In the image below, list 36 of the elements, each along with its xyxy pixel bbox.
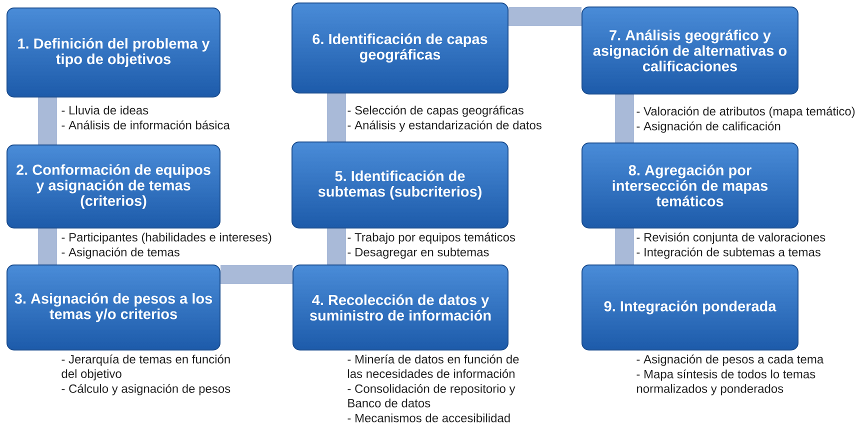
note-text: - Mapa síntesis de todos lo temas normalizados y ponderados (636, 369, 816, 396)
note-text: - Trabajo por equipos temáticos (348, 232, 516, 244)
connector-bar (220, 265, 292, 284)
connector-bar (38, 98, 58, 144)
process-box: 8. Agregación por intersección de mapas temáticos (582, 142, 798, 228)
process-box: 5. Identificación de subtemas (subcriterios) (292, 142, 508, 228)
process-box: 7. Análisis geográfico y asignación de alternativas o calificaciones (582, 6, 798, 94)
process-box: 2. Conformación de equipos y asignación de temas (criterios) (6, 144, 220, 228)
connector-bar (615, 94, 634, 142)
connector-bar (327, 228, 346, 264)
note-text: - Análisis y estandarización de datos (348, 120, 542, 132)
note-text: - Selección de capas geográficas (348, 106, 524, 117)
note-text: - Cálculo y asignación de pesos (62, 384, 230, 396)
note-text: - Consolidación de repositorio y Banco de datos (348, 384, 516, 408)
note-text: - Revisión conjunta de valoraciones (636, 232, 826, 244)
note-text: - Mecanismos de accesibilidad (348, 414, 510, 422)
note-text: - Jerarquía de temas en función del objetivo (62, 354, 230, 380)
note-text: - Asignación de calificación (636, 121, 780, 133)
connector-bar (38, 228, 58, 264)
note-text: - Lluvia de ideas (62, 106, 148, 114)
connector-bar (327, 94, 346, 142)
note-text: - Asignación de pesos a cada tema (636, 354, 824, 366)
note-text: - Integración de subtemas a temas (636, 247, 820, 259)
process-box: 9. Integración ponderada (582, 264, 798, 350)
connector-bar (508, 7, 582, 26)
process-box: 4. Recolección de datos y suministro de información (292, 264, 508, 350)
note-text: - Desagregar en subtemas (348, 248, 489, 259)
note-text: - Análisis de información básica (62, 120, 230, 130)
note-text: - Asignación de temas (62, 247, 180, 259)
process-box: 1. Definición del problema y tipo de objetivos (6, 8, 220, 98)
note-text: - Valoración de atributos (mapa temático) (636, 106, 855, 118)
process-box: 6. Identificación de capas geográficas (292, 2, 508, 94)
connector-bar (615, 228, 634, 264)
process-box: 3. Asignación de pesos a los temas y/o criterios (6, 264, 220, 350)
note-text: - Minería de datos en función de las necesidades de información (348, 354, 519, 378)
note-text: - Participantes (habilidades e intereses) (62, 232, 272, 244)
